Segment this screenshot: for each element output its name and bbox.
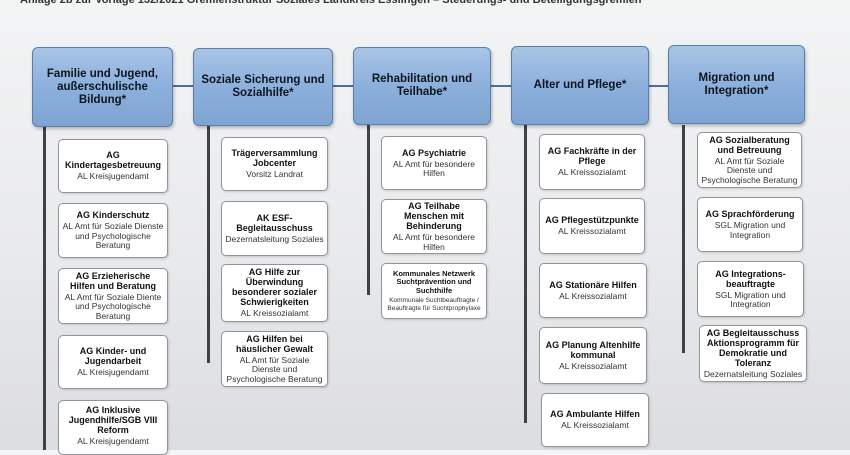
box-erzieherische-hilfen: AG Erzieherische Hilfen und Beratung AL … xyxy=(58,268,168,324)
box-pflegestuetzpunkte: AG Pflegestützpunkte AL Kreissozialamt xyxy=(539,198,645,254)
box-hilfe-ueberwindung: AG Hilfe zur Überwindung besonderer sozi… xyxy=(221,264,328,322)
box-begleitausschuss-demokratie: AG Begleitausschuss Aktionsprogramm für … xyxy=(699,325,807,382)
box-sozialberatung-betreuung: AG Sozialberatung und Betreuung AL Amt f… xyxy=(697,132,802,188)
header-rehabilitation: Rehabilitation und Teilhabe* xyxy=(353,47,491,125)
box-esf-begleitausschuss: AK ESF-Begleitausschuss Dezernatsleitung… xyxy=(221,201,328,256)
box-ambulante-hilfen: AG Ambulante Hilfen AL Kreissozialamt xyxy=(541,393,649,447)
box-sprachfoerderung: AG Sprachförderung SGL Migration und Int… xyxy=(697,197,803,252)
spine-col-5 xyxy=(682,125,685,353)
header-soziale-sicherung: Soziale Sicherung und Sozialhilfe* xyxy=(193,48,333,126)
box-haeusliche-gewalt: AG Hilfen bei häuslicher Gewalt AL Amt f… xyxy=(221,331,328,387)
spine-col-1 xyxy=(43,125,46,450)
box-traegerversammlung-jobcenter: Trägerversammlung Jobcenter Vorsitz Land… xyxy=(221,137,328,191)
spine-col-2 xyxy=(207,125,210,363)
spine-col-4 xyxy=(524,125,527,423)
box-psychiatrie: AG Psychiatrie AL Amt für besondere Hilf… xyxy=(381,136,487,190)
box-integrationsbeauftragte: AG Integrations-beauftragte SGL Migratio… xyxy=(697,261,804,317)
box-kinderschutz: AG Kinderschutz AL Amt für Soziale Diens… xyxy=(58,203,168,258)
top-caption: Anlage 2b zur Vorlage 132/2021 Gremienst… xyxy=(20,0,642,6)
box-inklusive-jugendhilfe: AG Inklusive Jugendhilfe/SGB VIII Reform… xyxy=(58,400,168,455)
box-planung-altenhilfe: AG Planung Altenhilfe kommunal AL Kreiss… xyxy=(539,327,647,384)
box-fachkraefte-pflege: AG Fachkräfte in der Pflege AL Kreissozi… xyxy=(539,134,645,190)
header-alter-pflege: Alter und Pflege* xyxy=(511,46,649,125)
header-migration: Migration und Integration* xyxy=(668,45,805,124)
box-kinder-jugendarbeit: AG Kinder- und Jugendarbeit AL Kreisjuge… xyxy=(58,335,168,389)
box-teilhabe-behinderung: AG Teilhabe Menschen mit Behinderung AL … xyxy=(381,199,487,254)
spine-col-3 xyxy=(367,125,370,295)
box-kindertagesbetreuung: AG Kindertagesbetreuung AL Kreisjugendam… xyxy=(58,139,168,193)
header-familie-jugend: Familie und Jugend, außerschulische Bild… xyxy=(32,47,173,127)
box-stationaere-hilfen: AG Stationäre Hilfen AL Kreissozialamt xyxy=(539,263,647,318)
box-netzwerk-sucht: Kommunales Netzwerk Suchtprävention und … xyxy=(381,263,487,319)
